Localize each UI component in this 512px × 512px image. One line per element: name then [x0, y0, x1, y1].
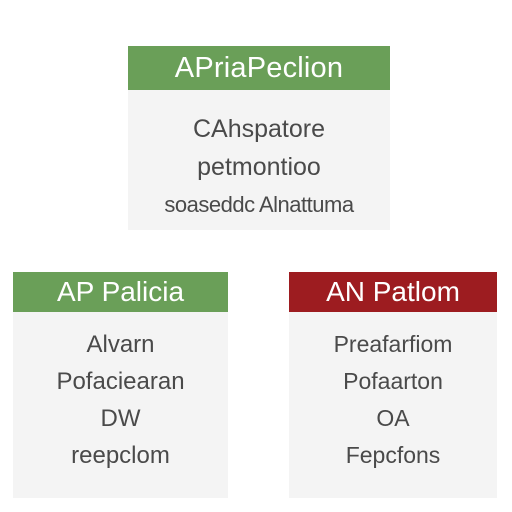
card-right-line-4: Fepcfons [345, 442, 441, 468]
card-left-line-4: reepclom [71, 442, 170, 469]
card-right: AN Patlom Preafarfiom Pofaarton OA Fepcf… [289, 272, 497, 498]
card-top-line-2: petmontioo [197, 153, 321, 181]
card-right-line-2: Pofaarton [343, 368, 443, 394]
card-right-body: Preafarfiom Pofaarton OA Fepcfons [289, 312, 497, 474]
card-left-line-2: Pofaciearan [56, 368, 185, 395]
card-top-line-3: soaseddc Alnattuma [164, 192, 354, 217]
card-left-body: Alvarn Pofaciearan DW reepclom [13, 312, 228, 474]
card-left-header: AP Palicia [13, 272, 228, 312]
card-right-header: AN Patlom [289, 272, 497, 312]
card-top-header: APriaPeclion [128, 46, 390, 90]
card-left-line-1: Alvarn [86, 331, 155, 358]
card-left-line-3: DW [100, 405, 141, 432]
card-top-body: CAhspatore petmontioo soaseddc Alnattuma [128, 90, 390, 224]
card-top-line-1: CAhspatore [192, 115, 326, 143]
card-top: APriaPeclion CAhspatore petmontioo soase… [128, 46, 390, 230]
card-right-line-1: Preafarfiom [333, 331, 453, 357]
card-left: AP Palicia Alvarn Pofaciearan DW reepclo… [13, 272, 228, 498]
card-right-line-3: OA [376, 405, 410, 431]
